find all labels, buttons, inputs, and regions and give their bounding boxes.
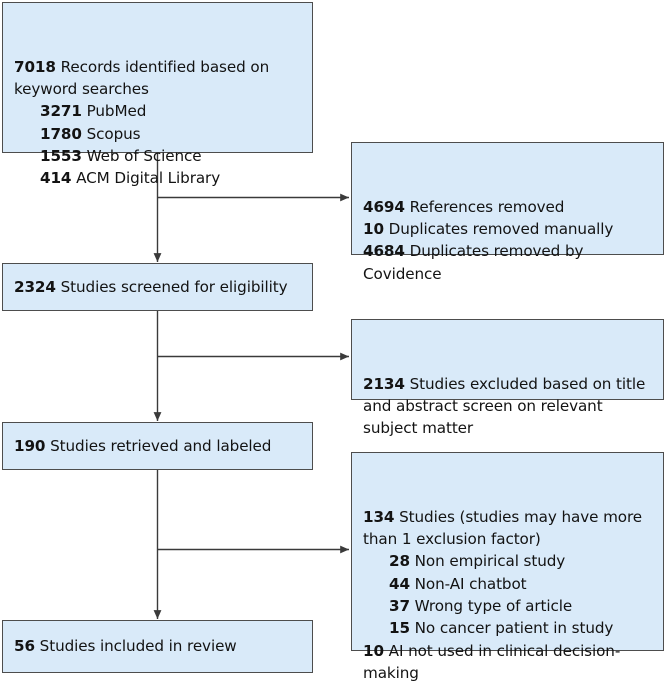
node-sub-item: 10 AI not used in clinical decision-maki… bbox=[363, 642, 620, 682]
node-label: References removed bbox=[409, 197, 565, 216]
sub-label: Duplicates removed manually bbox=[388, 220, 614, 239]
sub-label: No cancer patient in study bbox=[414, 619, 614, 638]
node-label: Studies retrieved and labeled bbox=[50, 436, 272, 455]
sub-label: AI not used in clinical decision-making bbox=[363, 641, 621, 683]
node-label: Studies screened for eligibility bbox=[60, 277, 288, 296]
sub-count: 1780 bbox=[40, 124, 82, 143]
node-sub-item: 10 Duplicates removed manually 4684 Dupli… bbox=[363, 220, 613, 283]
connector-retrieved-to-included bbox=[153, 470, 349, 619]
sub-count: 44 bbox=[389, 574, 410, 593]
node-main-line: 190 Studies retrieved and labeled bbox=[14, 435, 271, 457]
sub-count: 4684 bbox=[363, 242, 405, 261]
studies-excluded-box: 2134 Studies excluded based on title and… bbox=[351, 319, 664, 437]
node-label: Studies (studies may have more than 1 ex… bbox=[363, 507, 647, 549]
sub-count: 37 bbox=[389, 597, 410, 616]
node-sub-item: 1780 Scopus bbox=[14, 123, 302, 145]
node-label: Studies included in review bbox=[39, 637, 237, 656]
node-count: 190 bbox=[14, 436, 46, 455]
studies-excluded-factors-box: 134 Studies (studies may have more than … bbox=[351, 452, 664, 682]
node-sub-item: 37 Wrong type of article bbox=[363, 595, 653, 617]
node-count: 7018 bbox=[14, 57, 56, 76]
node-sub-item: 28 Non empirical study bbox=[363, 550, 653, 572]
sub-count: 15 bbox=[389, 619, 410, 638]
node-sub-item: 15 No cancer patient in study bbox=[363, 617, 653, 639]
node-sub-item: 44 Non-AI chatbot bbox=[363, 573, 653, 595]
sub-count: 10 bbox=[363, 220, 384, 239]
node-main-line: 4694 References removed bbox=[363, 196, 653, 218]
sub-label: Scopus bbox=[86, 124, 141, 143]
node-main-line: 2324 Studies screened for eligibility bbox=[14, 276, 288, 298]
sub-label: Wrong type of article bbox=[414, 597, 573, 616]
node-main-line: 7018 Records identified based on keyword… bbox=[14, 56, 302, 101]
sub-label: ACM Digital Library bbox=[76, 169, 221, 188]
sub-count: 1553 bbox=[40, 147, 82, 166]
sub-label: Duplicates removed by Covidence bbox=[363, 242, 589, 283]
sub-label: Non-AI chatbot bbox=[414, 574, 527, 593]
records-identified-box: 7018 Records identified based on keyword… bbox=[2, 2, 313, 187]
sub-label: Web of Science bbox=[86, 147, 202, 166]
sub-label: PubMed bbox=[86, 102, 147, 121]
node-count: 2324 bbox=[14, 277, 56, 296]
node-count: 56 bbox=[14, 637, 35, 656]
sub-count: 3271 bbox=[40, 102, 82, 121]
studies-retrieved-box: 190 Studies retrieved and labeled bbox=[2, 422, 313, 470]
sub-label: Non empirical study bbox=[414, 552, 566, 571]
node-count: 2134 bbox=[363, 374, 405, 393]
sub-count: 10 bbox=[363, 641, 384, 660]
node-sub-item: 1553 Web of Science bbox=[14, 145, 302, 167]
connector-screened-to-retrieved bbox=[153, 311, 349, 421]
node-main-line: 56 Studies included in review bbox=[14, 635, 237, 657]
node-sub-item: 3271 PubMed bbox=[14, 100, 302, 122]
sub-count: 414 bbox=[40, 169, 72, 188]
studies-included-box: 56 Studies included in review bbox=[2, 620, 313, 673]
node-count: 134 bbox=[363, 507, 395, 526]
node-main-line: 2134 Studies excluded based on title and… bbox=[363, 373, 653, 440]
node-main-line: 134 Studies (studies may have more than … bbox=[363, 506, 653, 551]
node-label: Records identified based on keyword sear… bbox=[14, 57, 274, 99]
studies-screened-box: 2324 Studies screened for eligibility bbox=[2, 263, 313, 311]
node-count: 4694 bbox=[363, 197, 405, 216]
node-label: Studies excluded based on title and abst… bbox=[363, 374, 650, 438]
node-sub-item: 414 ACM Digital Library bbox=[14, 167, 302, 189]
sub-count: 28 bbox=[389, 552, 410, 571]
